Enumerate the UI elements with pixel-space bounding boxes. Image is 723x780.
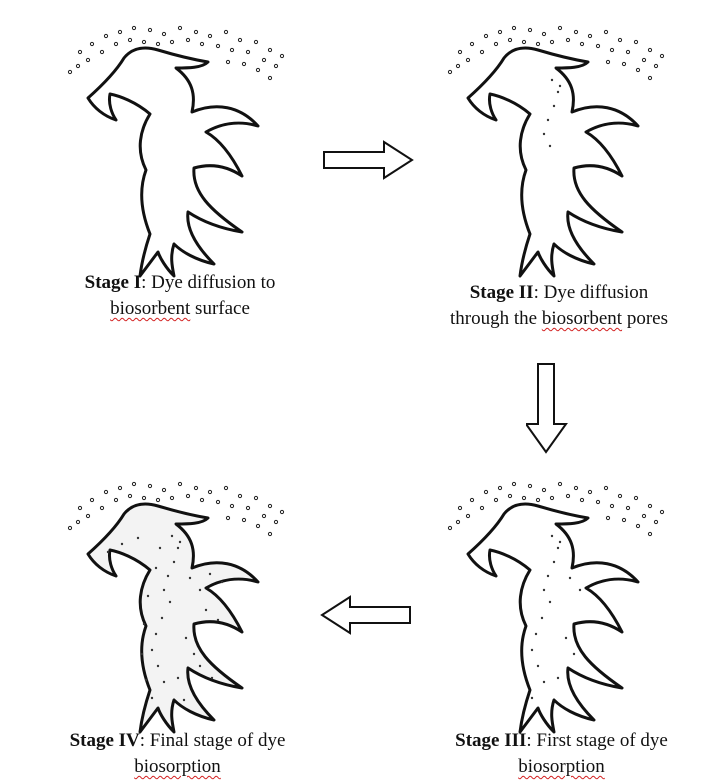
biosorbent-pore-outline — [468, 504, 638, 732]
stage-3-figure — [440, 478, 680, 713]
stage-3-label: Stage III — [455, 730, 526, 751]
stage-4-label: Stage IV — [70, 730, 140, 751]
stage-3-text: : First stage of dye — [526, 730, 667, 751]
stage-2-figure — [440, 22, 680, 257]
stage-2-caption: Stage II: Dye diffusion through the bios… — [395, 280, 723, 332]
stage-1-text2: surface — [190, 298, 250, 319]
stage-4-caption: Stage IV: Final stage of dye biosorption — [0, 728, 355, 780]
stage-4-text: : Final stage of dye — [140, 730, 286, 751]
stage-4-figure — [60, 478, 300, 713]
biosorbent-pore-outline — [88, 504, 258, 732]
arrow-left-icon — [320, 595, 412, 635]
stage-1-word: biosorbent — [110, 298, 190, 319]
biosorbent-pore-outline — [468, 48, 638, 276]
stage-2-label: Stage II — [470, 282, 534, 303]
stage-1-figure — [60, 22, 300, 257]
stage-2-word: biosorbent — [542, 308, 622, 329]
stage-4-word: biosorption — [134, 756, 221, 777]
stage-2-text2a: through the — [450, 308, 542, 329]
stage-2-text2b: pores — [622, 308, 668, 329]
arrow-right-icon — [322, 140, 414, 180]
arrow-down-icon — [526, 362, 568, 454]
stage-3-caption: Stage III: First stage of dye biosorptio… — [400, 728, 723, 780]
stage-1-caption: Stage I: Dye diffusion to biosorbent sur… — [20, 270, 340, 322]
stage-3-word: biosorption — [518, 756, 605, 777]
stage-1-label: Stage I — [85, 272, 141, 293]
biosorbent-pore-outline — [88, 48, 258, 276]
stage-2-text: : Dye diffusion — [534, 282, 649, 303]
stage-1-text: : Dye diffusion to — [141, 272, 275, 293]
